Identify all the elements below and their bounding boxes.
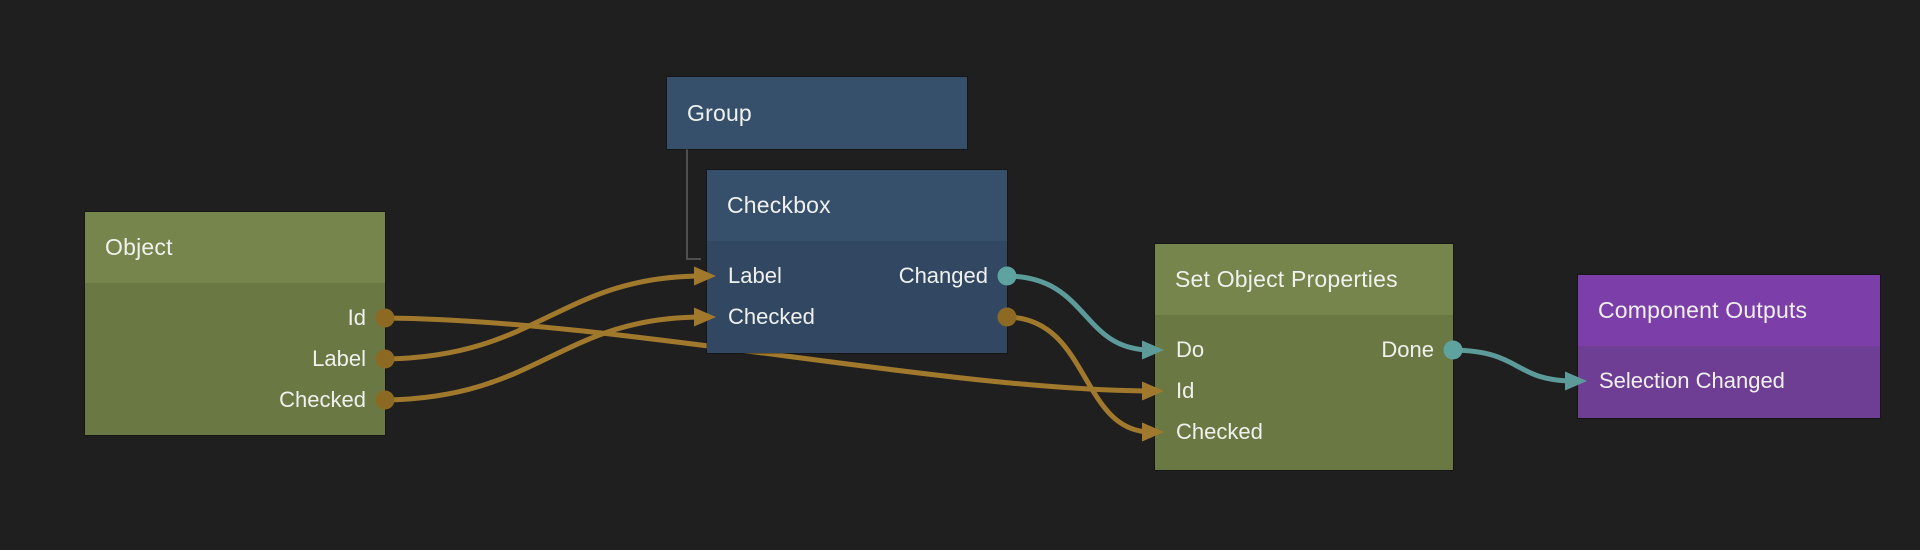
node-setprops-body: Do Done Id Checked: [1155, 315, 1453, 470]
wire-checkbox-checked-to-setprops-checked[interactable]: [1006, 314, 1152, 435]
wire-object-label-to-checkbox-label[interactable]: [384, 273, 704, 362]
node-outputs-body: Selection Changed: [1578, 346, 1880, 418]
wire-checkbox-changed-to-setprops-do[interactable]: [1006, 273, 1152, 353]
port-label-id: Id: [1176, 377, 1195, 403]
node-setprops-header[interactable]: Set Object Properties: [1155, 244, 1453, 315]
node-group-header[interactable]: Group: [667, 77, 967, 149]
node-outputs-header[interactable]: Component Outputs: [1578, 275, 1880, 346]
port-row-object-checked[interactable]: Checked: [85, 379, 385, 420]
node-title: Component Outputs: [1598, 297, 1808, 323]
node-checkbox-body: Label Changed Checked: [707, 241, 1007, 353]
wire-object-checked-to-checkbox-checked[interactable]: [384, 314, 704, 403]
port-row-setprops-checked[interactable]: Checked: [1155, 411, 1453, 452]
port-row-object-id[interactable]: Id: [85, 297, 385, 338]
node-group[interactable]: Group: [667, 77, 967, 149]
port-row-object-label[interactable]: Label: [85, 338, 385, 379]
port-label-checked: Checked: [728, 303, 815, 329]
port-label-selection-changed: Selection Changed: [1599, 367, 1785, 393]
wire-object-id-to-setprops-id[interactable]: [384, 315, 1152, 394]
port-label-checked: Checked: [1176, 418, 1263, 444]
wire-setprops-done-to-outputs-selection-changed[interactable]: [1452, 347, 1575, 384]
port-row-selection-changed[interactable]: Selection Changed: [1578, 360, 1880, 401]
port-label-id: Id: [347, 304, 366, 330]
node-title: Group: [687, 99, 752, 126]
port-row-checkbox-label-changed[interactable]: Label Changed: [707, 255, 1007, 296]
port-row-checkbox-checked[interactable]: Checked: [707, 296, 1007, 337]
port-row-setprops-do-done[interactable]: Do Done: [1155, 329, 1453, 370]
node-object-body: Id Label Checked: [85, 283, 385, 435]
port-label-label: Label: [728, 262, 782, 288]
node-checkbox-header[interactable]: Checkbox: [707, 170, 1007, 241]
port-row-setprops-id[interactable]: Id: [1155, 370, 1453, 411]
port-label-changed: Changed: [898, 262, 988, 288]
node-object-header[interactable]: Object: [85, 212, 385, 283]
port-label-checked: Checked: [279, 386, 366, 412]
node-component-outputs[interactable]: Component Outputs Selection Changed: [1578, 275, 1880, 418]
port-label-label: Label: [312, 345, 366, 371]
node-title: Object: [105, 234, 173, 260]
port-label-do: Do: [1176, 336, 1205, 362]
node-set-object-properties[interactable]: Set Object Properties Do Done Id Checked: [1155, 244, 1453, 470]
node-object[interactable]: Object Id Label Checked: [85, 212, 385, 435]
node-title: Set Object Properties: [1175, 266, 1398, 292]
node-checkbox[interactable]: Checkbox Label Changed Checked: [707, 170, 1007, 353]
port-label-done: Done: [1381, 336, 1434, 362]
node-title: Checkbox: [727, 192, 831, 218]
group-checkbox-hierarchy-line: [686, 149, 701, 260]
